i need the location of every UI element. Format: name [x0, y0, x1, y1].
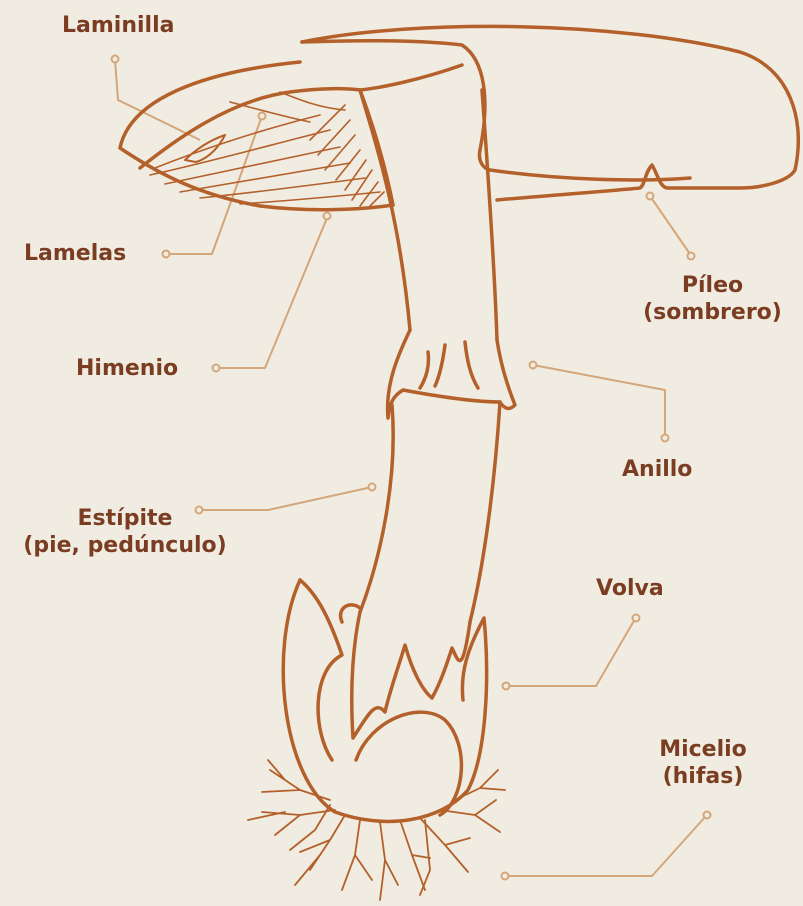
label-lamelas: Lamelas: [24, 240, 126, 267]
label-estipite: Estípite (pie, pedúnculo): [6, 505, 244, 559]
leader-himenio: [213, 213, 331, 372]
mycelium-roots: [248, 760, 505, 900]
ring-outline: [388, 330, 515, 418]
stem-outline: [360, 90, 497, 340]
volva-inner-left: [300, 580, 342, 760]
label-himenio: Himenio: [76, 355, 178, 382]
stem-lower: [360, 402, 500, 622]
cap-fold: [360, 65, 462, 90]
label-anillo: Anillo: [622, 456, 692, 483]
label-pileo: Píleo (sombrero): [630, 272, 795, 326]
label-micelio: Micelio (hifas): [643, 736, 763, 790]
stem-base-flames: [352, 612, 470, 738]
leader-pileo: [647, 193, 695, 260]
label-laminilla: Laminilla: [62, 12, 174, 39]
leader-micelio: [502, 812, 711, 880]
ring-folds: [420, 342, 478, 388]
leader-anillo: [530, 362, 669, 442]
volva-outline: [283, 580, 486, 821]
leader-laminilla: [112, 56, 201, 141]
gill-lines: [150, 92, 384, 206]
volva-bulb: [356, 712, 461, 815]
cap-inner-top: [302, 41, 690, 180]
label-volva: Volva: [596, 575, 664, 602]
leader-volva: [503, 615, 640, 690]
cap-outline: [120, 26, 798, 209]
